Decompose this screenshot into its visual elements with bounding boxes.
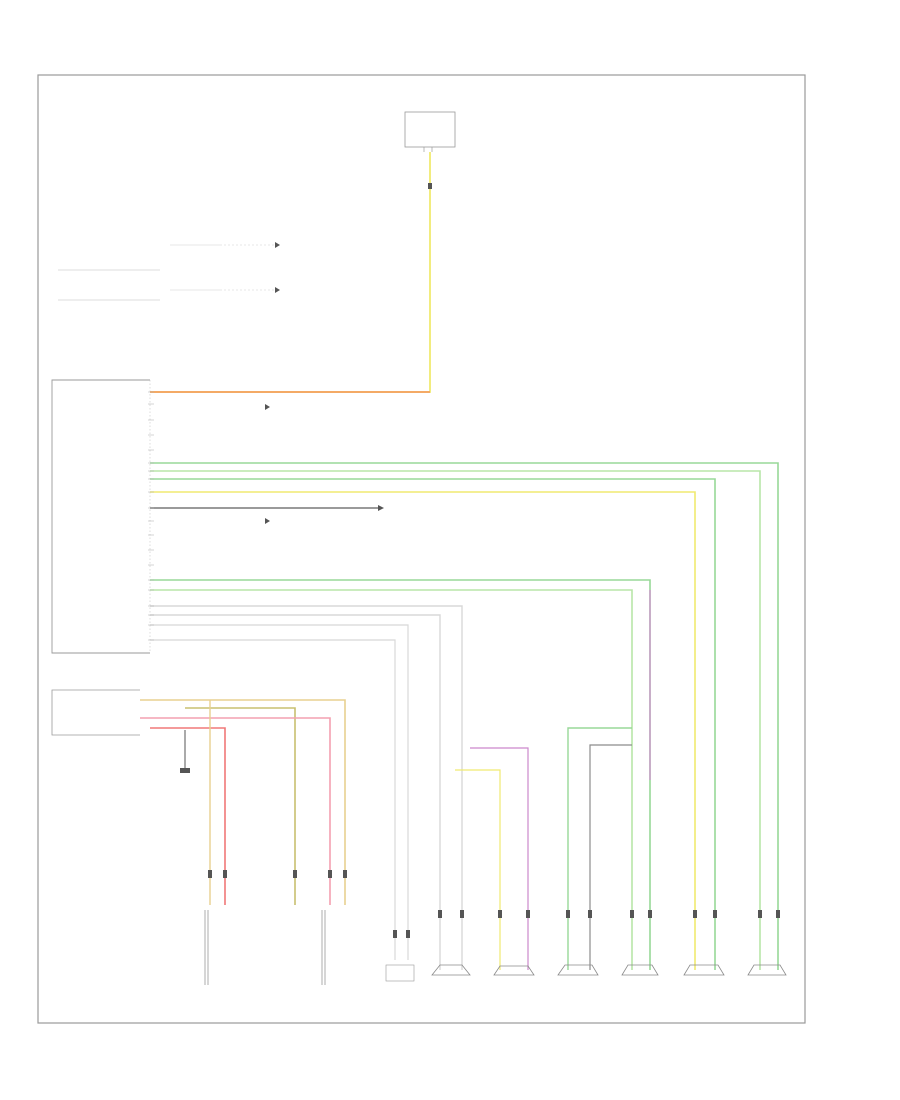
ground-point (180, 730, 190, 773)
right-front-speaker (321, 910, 326, 985)
inline-connectors (208, 183, 780, 938)
wire-amp-olive (185, 707, 296, 905)
wire-left-front-plus (150, 605, 463, 970)
wire-left-rear-plus (150, 462, 779, 970)
left-front-speaker (204, 910, 209, 985)
right-front-door-speaker (557, 964, 599, 976)
wire-left-front-minus (150, 614, 441, 970)
wire-right-front-plus (150, 579, 651, 970)
wire-amp-pink (140, 717, 331, 905)
wires (140, 152, 779, 970)
left-rear-speaker (747, 964, 787, 976)
right-rear-speaker (683, 964, 725, 976)
wire-left-rear-minus (150, 470, 761, 970)
wire-violet-branch (470, 747, 529, 970)
wire-aux-1 (150, 624, 409, 960)
wire-rf-door-green (567, 727, 632, 970)
left-front-door-speaker (431, 964, 471, 976)
circuit-arrows (265, 242, 384, 524)
right-front-tweeter (621, 964, 659, 976)
wire-right-rear-plus (150, 478, 716, 970)
wire-fused-power (150, 152, 431, 393)
radio-module (51, 379, 151, 654)
wire-aux-2 (150, 639, 396, 960)
radio-pin-ticks (148, 391, 154, 641)
wire-tweeter-yellow (455, 769, 501, 970)
wire-amp-red (150, 727, 226, 905)
left-notes (58, 244, 275, 301)
wire-right-rear-minus (150, 491, 696, 970)
wire-amp-tan (140, 699, 346, 905)
fuse-block (404, 111, 456, 152)
wire-rf-door-gray (589, 744, 632, 970)
left-front-tweeter (493, 965, 535, 976)
amplifier (51, 689, 140, 736)
wire-right-front-minus (150, 589, 633, 970)
antenna-connector (385, 964, 415, 982)
diagram-frame (37, 74, 806, 1024)
